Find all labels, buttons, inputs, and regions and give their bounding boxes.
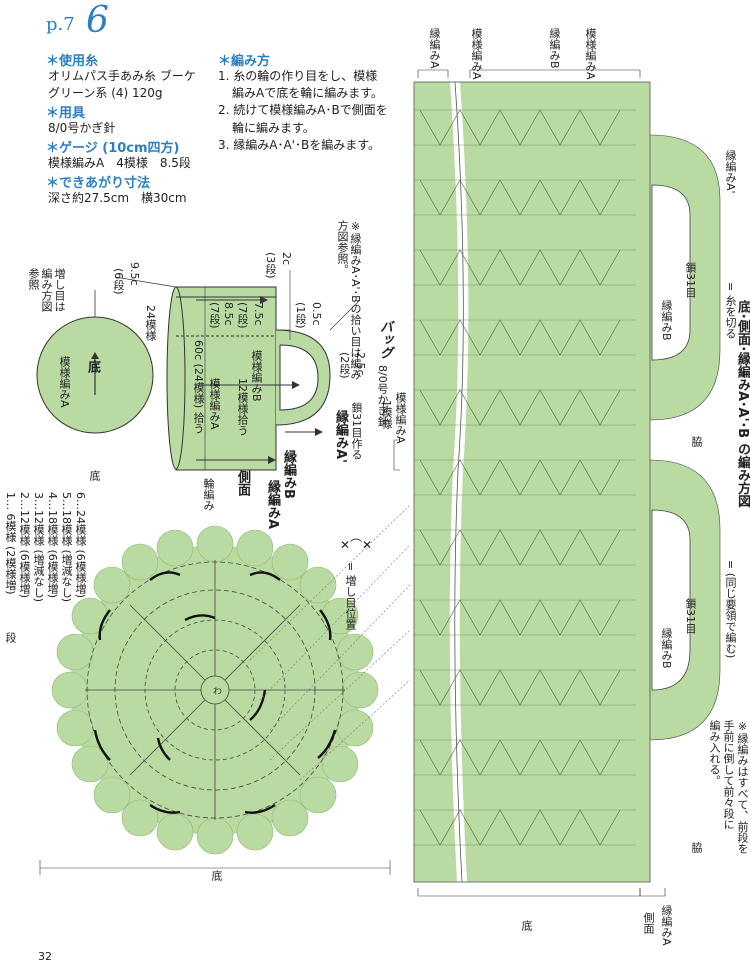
dim-24: 24模様 (144, 305, 157, 341)
dim-7dan-a: (7段) (236, 302, 249, 329)
bottom-table-row-4: 3…12模様 (増減なし) (32, 492, 45, 603)
tools-heading: ＊用具 (46, 106, 86, 121)
diagram-pattern-1: 模様編みA (394, 392, 407, 444)
diagram-stitch-note: = (同じ要領で編む) (724, 560, 737, 659)
method-step-1a: 1. 糸の輪の作り目をし、模様 (218, 69, 378, 83)
diagram-mark-side-2: 脇 (690, 842, 703, 853)
gauge-heading: ＊ゲージ (10cm四方) (46, 141, 180, 156)
diagram-note-right-1: ※縁編みはすべて、前段を (736, 720, 749, 854)
bag-hook: 8/0号かぎ針 (376, 365, 389, 427)
diagram-top-pattern-a2: 模様編みA (584, 28, 597, 80)
diagram-side-label: 側面 (642, 912, 655, 934)
dim-7-5: 7.5c (252, 302, 265, 326)
page-number: 32 (38, 950, 52, 963)
dim-3dan: (3段) (264, 252, 277, 279)
method-heading: ＊編み方 (218, 54, 271, 69)
edge-a-label: 縁編みA (265, 480, 280, 530)
diagram-note-right-3: 編み入れる。 (708, 720, 721, 786)
dim-60: 60c (24模様) 拾う (192, 340, 205, 434)
diagram-pattern-1b: 1模様 (380, 400, 393, 429)
method-step-1b: 編みAで底を輪に編みます。 (232, 86, 384, 100)
method-step-2b: 輪に編みます。 (232, 121, 315, 135)
ring-label: 輪編み (202, 478, 215, 511)
edge-b-label: 縁編みB (281, 450, 296, 499)
increase-pos-label: = 増し目位置 (344, 562, 357, 630)
diagram-cut-yarn: = 糸を切る (724, 282, 737, 339)
bottom-label: 底 (85, 360, 100, 373)
diagram-top-edge-a: 縁編みA (428, 28, 441, 69)
dim-2dan: (2段) (338, 352, 351, 379)
diagram-top-pattern-a: 模様編みA (470, 28, 483, 80)
dim-0-5: 0.5c (310, 302, 323, 326)
diagram-chain31-top: 鎖31目 (684, 262, 697, 298)
diagram-top-pattern-b: 縁編みB (548, 28, 561, 69)
dim-8-5: 8.5c (222, 302, 235, 326)
diagram-mark-side-1: 脇 (690, 436, 703, 447)
bottom-table-row-3: 4…18模様 (6模様増) (46, 492, 59, 599)
bottom-table-row-2: 5…18模様 (増減なし) (60, 492, 73, 603)
yarn-line-1: オリムパス手あみ糸 ブーケ (48, 69, 196, 83)
increase-note: 増し目は編み方図参照 (27, 268, 66, 312)
side-diagram (393, 69, 721, 897)
dim-2c: 2c (280, 252, 293, 266)
size-heading: ＊できあがり寸法 (46, 176, 151, 191)
method-step-3: 3. 縁編みA･A'･Bを編みます。 (218, 138, 381, 152)
yarn-line-2: グリーン系 (4) 120g (48, 86, 163, 100)
dim-2-5: 2.5c (354, 352, 367, 376)
increase-pos-mark: ✕⌒✕ (340, 538, 373, 552)
bottom-table-row-1: 6…24模様 (6模様増) (74, 492, 87, 599)
gauge-text: 模様編みA 4模様 8.5段 (48, 156, 191, 170)
diagram-bottom-label: 底 (520, 920, 533, 931)
diagram-note-right-2: 手前に倒して前々段に (722, 720, 735, 830)
bottom-table-dan: 段 (4, 632, 17, 643)
dim-7dan-b: (7段) (208, 302, 221, 329)
tools-text: 8/0号かぎ針 (48, 121, 116, 135)
bottom-table-row-6: 1… 6模様 (2模様増) (4, 492, 17, 595)
diagram-edge-b-top: 縁編みB (660, 300, 673, 341)
pat-a-label: 模様編みA (208, 378, 221, 430)
diagram-edge-a-bottom: 縁編みA (660, 905, 673, 946)
schematic-note: ※縁編みA･A'･Bの拾い目は編み方図参照。 (336, 220, 362, 380)
page-ref: p.7 (46, 14, 75, 35)
bottom-motif: わ (51, 525, 379, 855)
diagram-title: 底･側面･縁編みA･A'･B の編み方図 (735, 300, 750, 508)
diagram-edge-a2: 縁編みA' (724, 150, 737, 194)
yarn-heading: ＊使用糸 (46, 54, 99, 69)
dim-6dan: (6段) (112, 268, 125, 295)
diagram-chain31-bot: 鎖31目 (684, 598, 697, 634)
bottom-table-label: 底 (88, 470, 101, 481)
dim-9-5: 9.5c (128, 262, 141, 286)
chain31-label: 鎖31目作る (350, 402, 363, 460)
edge-a2-label: 縁編みA' (333, 410, 348, 464)
method-step-2a: 2. 続けて模様編みA･Bで側面を (218, 103, 388, 117)
side-label: 側面 (235, 470, 250, 496)
bottom-pattern-label: 模様編みA (58, 356, 71, 408)
motif-bottom-label: 底 (210, 870, 223, 881)
bag-title: バッグ (377, 320, 392, 359)
dim-1dan: (1段) (294, 302, 307, 329)
pattern-number: 6 (86, 0, 109, 41)
svg-text:わ: わ (213, 686, 222, 697)
diagram-edge-b-bot: 縁編みB (660, 628, 673, 669)
pat-b-pick: 12模様拾う (236, 378, 249, 436)
size-text: 深さ約27.5cm 横30cm (48, 191, 187, 205)
bottom-table-row-5: 2…12模様 (6模様増) (18, 492, 31, 599)
pat-b-label: 模様編みB (250, 350, 263, 402)
